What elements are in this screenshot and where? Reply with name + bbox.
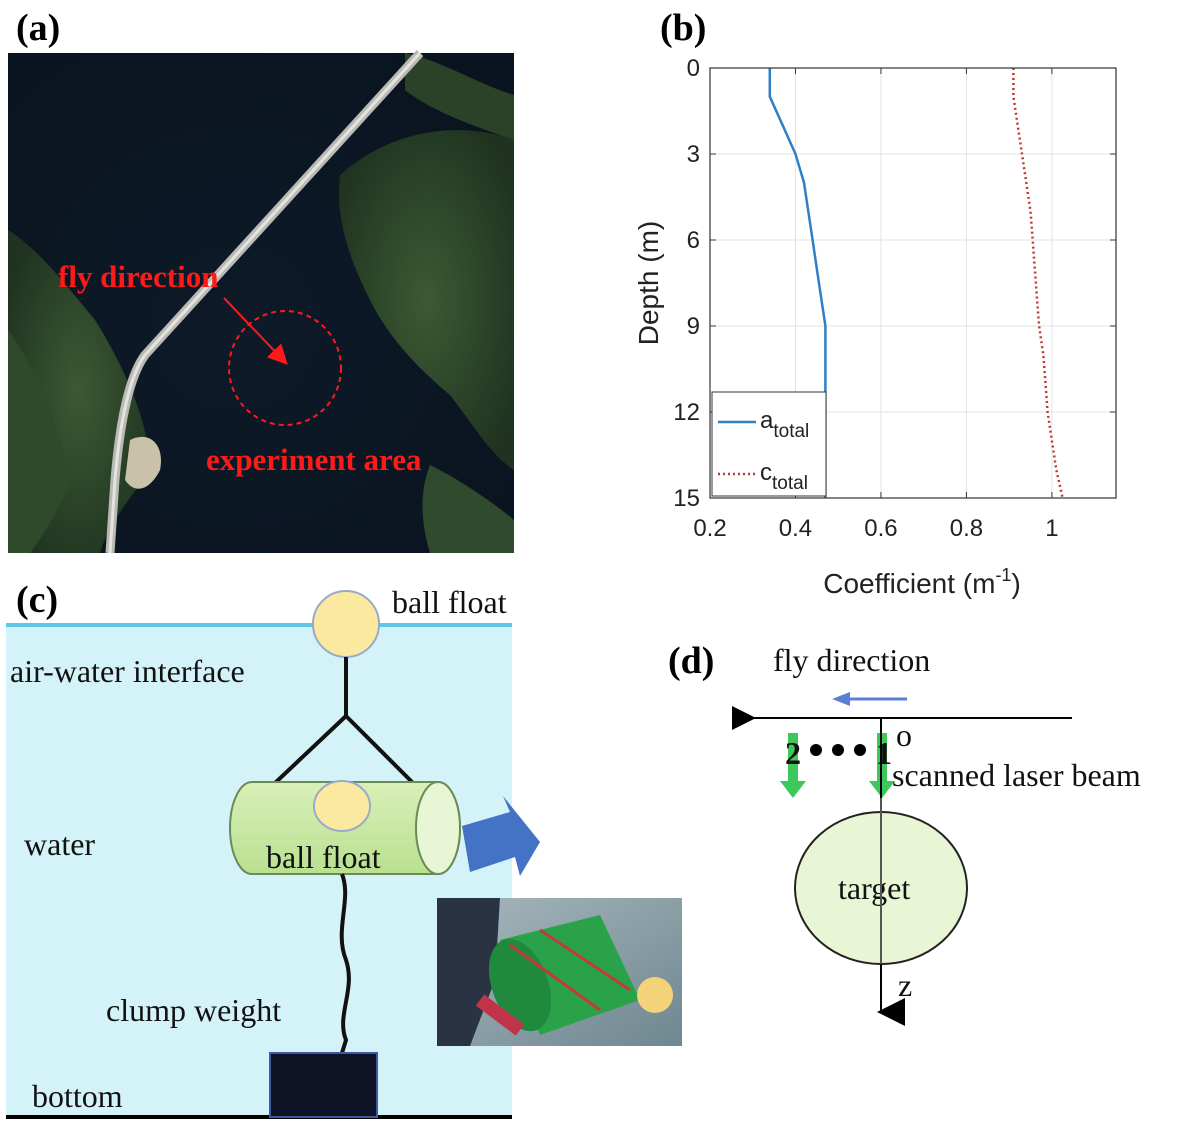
surface-ball-float [312,590,380,658]
experiment-area-label: experiment area [206,442,422,477]
satellite-image [8,49,514,554]
bottom-label: bottom [32,1078,123,1114]
legend-box [711,391,827,497]
clump-weight-label: clump weight [106,992,281,1028]
photo-pointer-arrow [462,796,540,876]
scan-dot [854,744,866,756]
y-tick-label: 9 [687,313,700,340]
beam-1-label: 1 [876,735,892,771]
panel-a-label: (a) [16,7,60,49]
panel-d-label: (d) [668,640,714,682]
origin-label: o [896,717,912,753]
x-tick-label: 0.2 [693,515,726,542]
clump-weight-block [269,1052,378,1118]
y-tick-label: 12 [673,399,700,426]
z-axis-label: z [898,967,912,1003]
field-photo [437,898,682,1046]
panel-b-label: (b) [660,7,706,49]
fly-direction-label-d: fly direction [773,642,930,678]
air-water-interface-label: air-water interface [10,653,245,689]
plot-frame [709,67,1117,499]
legend-label-c: ctotal [760,459,808,494]
mooring-rope [339,873,351,1054]
bridle-left [273,714,348,785]
fly-direction-arrow-head [832,692,850,706]
y-tick-label: 3 [687,141,700,168]
inner-ball-float [313,780,371,832]
bridle-right [344,714,415,785]
x-tick-label: 1 [1045,515,1058,542]
panel-c-label: (c) [16,579,58,621]
series-line-c [1012,68,1064,499]
laser-beam-2 [780,733,806,798]
beam-2-label: 2 [785,735,801,771]
x-tick-label: 0.8 [950,515,983,542]
scan-dot [832,744,844,756]
legend-label-a: atotal [760,407,809,442]
fly-direction-label-a: fly direction [58,259,218,294]
x-axis-label: Coefficient (m-1) [823,565,1021,599]
ball-float-top-label: ball float [392,584,507,620]
y-tick-label: 6 [687,227,700,254]
target-label: target [838,870,910,906]
ball-float-inner-label: ball float [266,839,381,875]
y-axis-label: Depth (m) [633,221,664,345]
y-tick-label: 0 [687,55,700,82]
experiment-area-circle [228,310,342,426]
water-label: water [24,826,95,862]
x-tick-label: 0.6 [864,515,897,542]
y-tick-label: 15 [673,485,700,512]
scan-dot [810,744,822,756]
x-tick-label: 0.4 [779,515,812,542]
scanned-laser-beam-label: scanned laser beam [892,757,1141,793]
fly-direction-arrow-a [223,297,288,365]
